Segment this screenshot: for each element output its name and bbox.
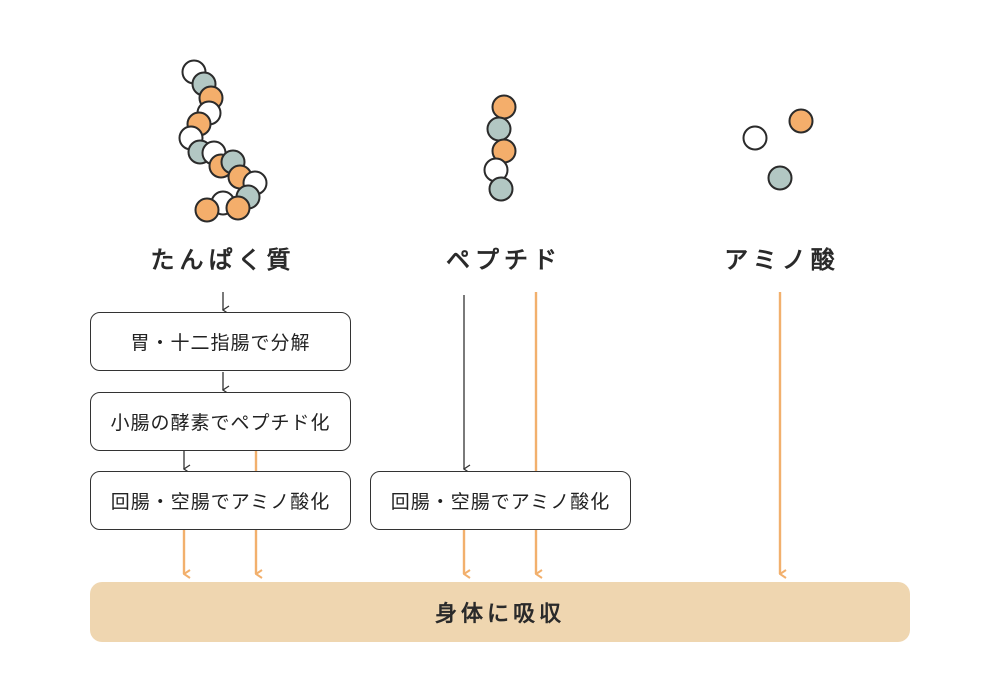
peptide-bead-gray-2 [486,116,512,142]
step-small-intestine-enzyme: 小腸の酵素でペプチド化 [90,392,351,451]
protein-bead-orange-16 [194,197,220,223]
step-ileum-jejunum-left: 回腸・空腸でアミノ酸化 [90,471,351,530]
amino-acid-orange-2 [788,108,814,134]
heading-protein: たんぱく質 [150,246,296,274]
amino-acid-gray-3 [767,165,793,191]
absorption-bar: 身体に吸収 [90,582,910,642]
heading-amino-acid: アミノ酸 [724,246,840,274]
step-ileum-jejunum-right: 回腸・空腸でアミノ酸化 [370,471,631,530]
amino-acid-white-1 [742,125,768,151]
peptide-bead-gray-5 [488,176,514,202]
peptide-bead-orange-1 [491,94,517,120]
amino-acid-molecules [742,108,814,191]
peptide-molecule-chain [483,94,517,202]
heading-peptide: ペプチド [446,246,562,274]
step-stomach-duodenum: 胃・十二指腸で分解 [90,312,351,371]
protein-molecule-chain [178,59,268,223]
protein-bead-orange-15 [225,195,251,221]
